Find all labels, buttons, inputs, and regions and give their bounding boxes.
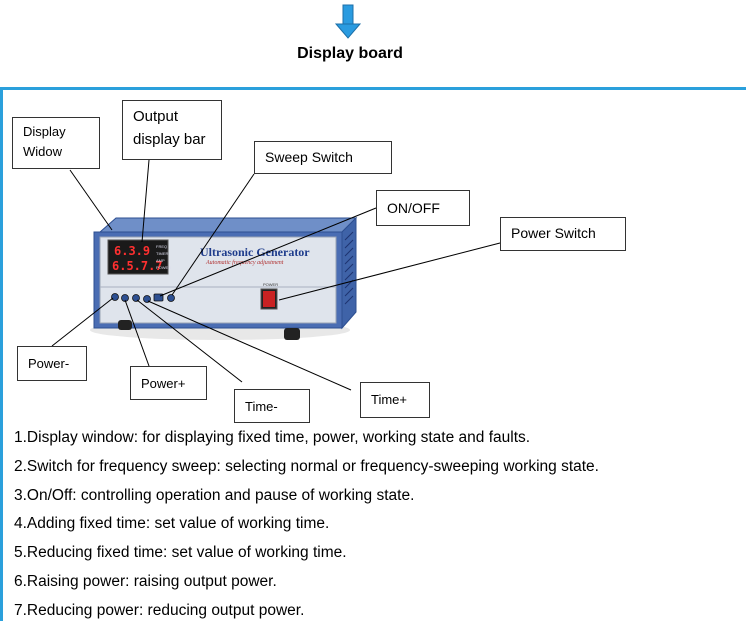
note-item: 4.Adding fixed time: set value of workin… bbox=[14, 515, 330, 533]
header-arrow bbox=[334, 4, 362, 39]
callout-power-plus: Power+ bbox=[130, 366, 207, 400]
callout-on-off: ON/OFF bbox=[376, 190, 470, 226]
indicator-amp: AMP bbox=[156, 258, 165, 263]
note-item: 6.Raising power: raising output power. bbox=[14, 572, 277, 590]
power-switch-text-top: POWER bbox=[263, 282, 278, 287]
note-item: 5.Reducing fixed time: set value of work… bbox=[14, 544, 347, 562]
indicator-timer: TIMER bbox=[156, 251, 169, 256]
note-item: 3.On/Off: controlling operation and paus… bbox=[14, 486, 415, 504]
indicator-power: POWER bbox=[156, 265, 171, 270]
callout-sweep-switch: Sweep Switch bbox=[254, 141, 392, 174]
power-plus-button[interactable] bbox=[121, 294, 129, 302]
callout-power-switch: Power Switch bbox=[500, 217, 626, 251]
description-list: 1.Display window: for displaying fixed t… bbox=[14, 424, 599, 626]
note-item: 2.Switch for frequency sweep: selecting … bbox=[14, 457, 599, 475]
power-switch[interactable]: POWER bbox=[260, 282, 278, 310]
display-digits-bottom: 6.5.7.7 bbox=[112, 259, 163, 273]
sweep-switch-button[interactable] bbox=[167, 294, 175, 302]
callout-power-minus: Power- bbox=[17, 346, 87, 381]
page-title: Display board bbox=[297, 45, 403, 62]
left-accent-border bbox=[0, 87, 3, 621]
callout-time-minus: Time- bbox=[234, 389, 310, 423]
ultrasonic-generator-device: 6.3.9 6.5.7.7 FREQ TIMER AMP POWER Ultra… bbox=[90, 216, 358, 340]
callout-output-display-bar: Output display bar bbox=[122, 100, 222, 160]
callout-display-window: Display Widow bbox=[12, 117, 100, 169]
time-plus-button[interactable] bbox=[143, 295, 151, 303]
device-brand-label: Ultrasonic Generator bbox=[200, 245, 310, 259]
note-item: 1.Display window: for displaying fixed t… bbox=[14, 429, 531, 446]
divider bbox=[0, 87, 746, 90]
note-item: 7.Reducing power: reducing output power. bbox=[14, 601, 305, 619]
time-minus-button[interactable] bbox=[132, 294, 140, 302]
display-digits-top: 6.3.9 bbox=[114, 244, 150, 258]
power-minus-button[interactable] bbox=[111, 293, 119, 301]
indicator-freq: FREQ bbox=[156, 244, 167, 249]
on-off-button[interactable] bbox=[153, 293, 164, 302]
callout-time-plus: Time+ bbox=[360, 382, 430, 418]
device-sub-label: Automatic frequency adjustment bbox=[205, 259, 284, 266]
device-buttons bbox=[111, 293, 175, 303]
